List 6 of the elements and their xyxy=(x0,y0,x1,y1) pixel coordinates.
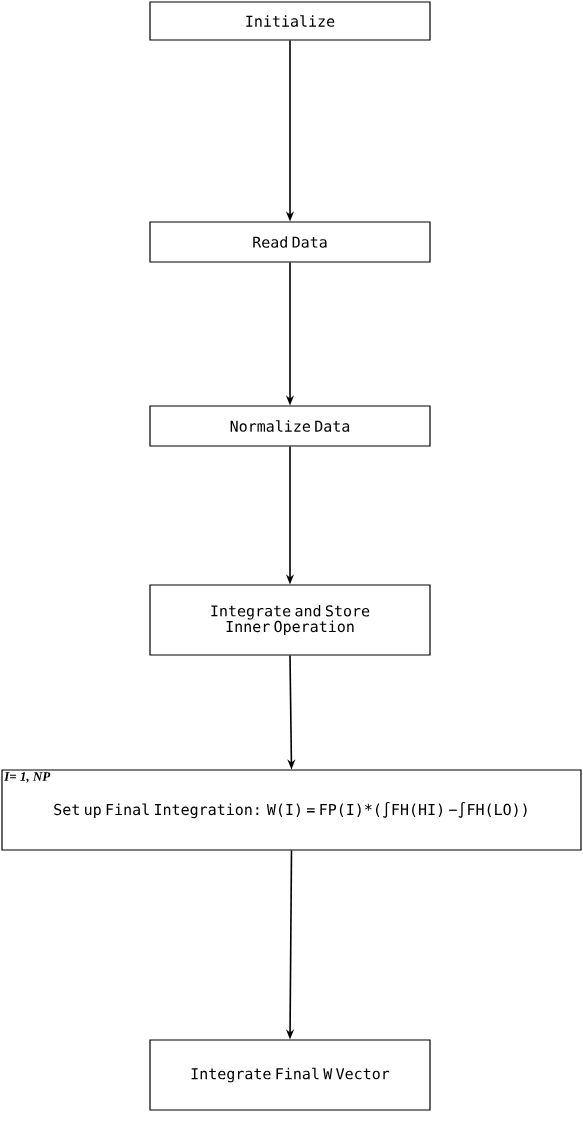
process-box: Integrate and Store Inner Operation xyxy=(149,584,431,656)
process-box: Read Data xyxy=(149,221,431,263)
process-box: Normalize Data xyxy=(149,405,431,447)
process-box: Initialize xyxy=(149,1,431,41)
process-box: Integrate Final W Vector xyxy=(149,1039,431,1111)
loop-label: I= 1, NP xyxy=(4,772,51,783)
